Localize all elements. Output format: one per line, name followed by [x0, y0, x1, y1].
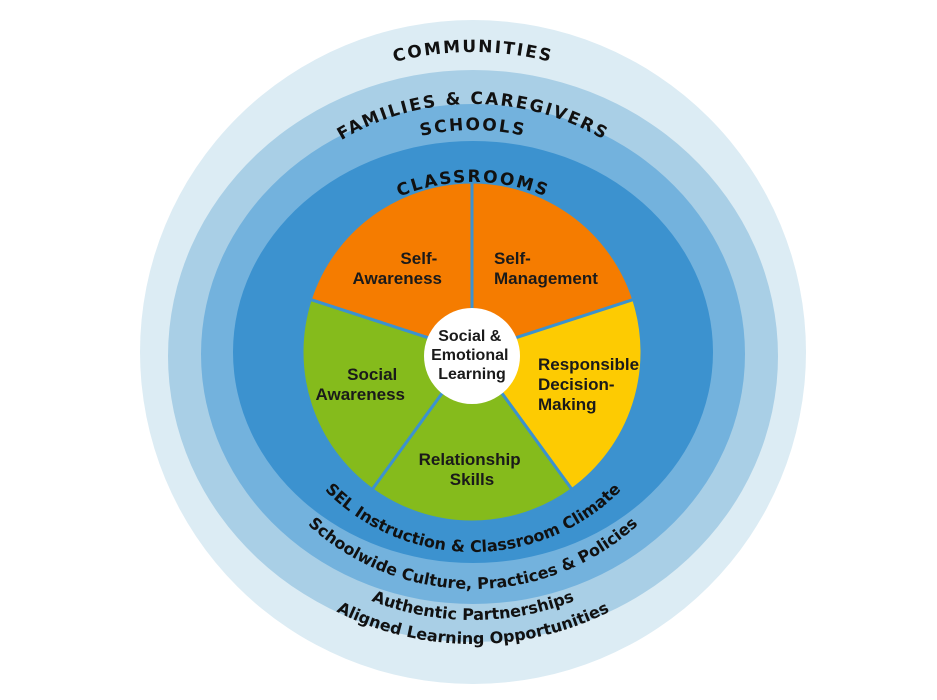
- slice-self-management: [470, 180, 636, 355]
- slice-relationship-skills: [369, 349, 575, 524]
- label-responsible-decision-making: Responsible Decision- Making: [538, 355, 644, 414]
- label-relationship-skills: Relationship Skills: [419, 450, 526, 489]
- label-self-awareness: Self- Awareness: [353, 249, 442, 288]
- center-circle: [424, 308, 520, 404]
- center-label: Social & Emotional Learning: [431, 328, 513, 383]
- label-self-management: Self- Management: [494, 249, 598, 288]
- slice-self-awareness: [308, 180, 474, 355]
- label-social-awareness: Social Awareness: [316, 365, 405, 404]
